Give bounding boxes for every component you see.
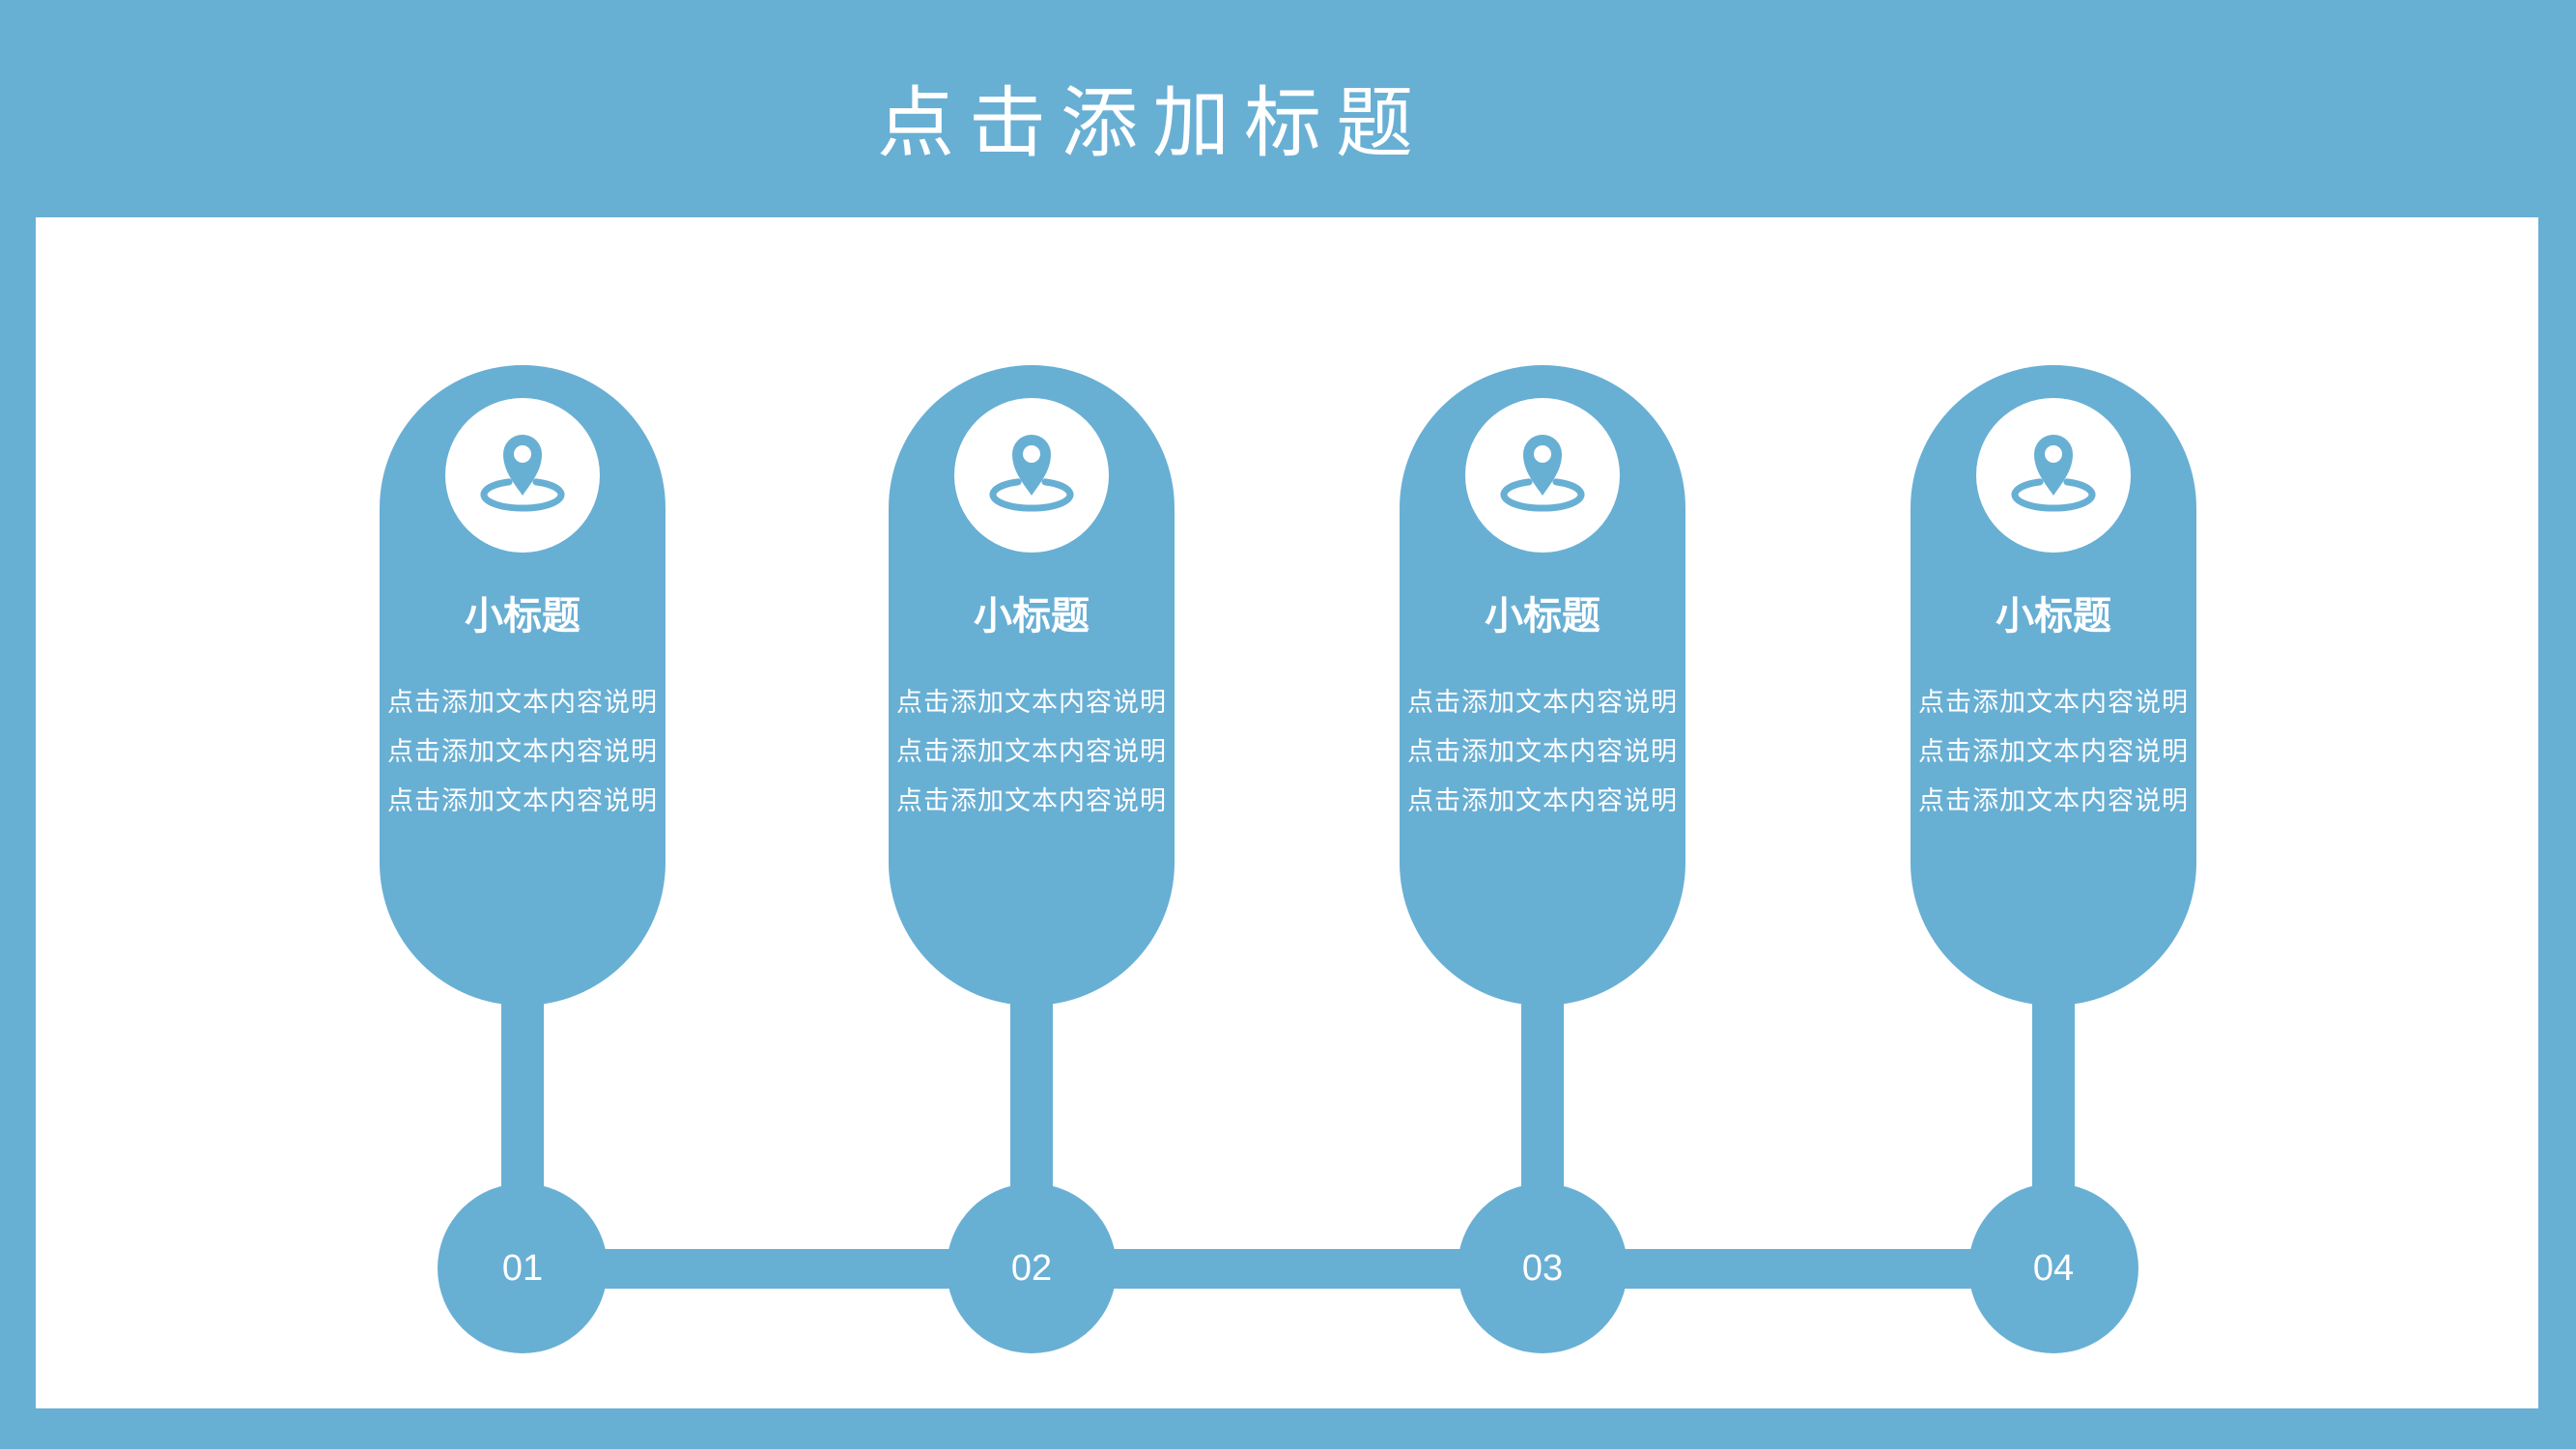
step-description: 点击添加文本内容说明 点击添加文本内容说明 点击添加文本内容说明 <box>889 678 1175 826</box>
step-subtitle: 小标题 <box>1996 594 2111 639</box>
timeline-connector <box>523 1249 2053 1289</box>
step-description: 点击添加文本内容说明 点击添加文本内容说明 点击添加文本内容说明 <box>1911 678 2196 826</box>
step-card-2: 小标题 点击添加文本内容说明 点击添加文本内容说明 点击添加文本内容说明 <box>889 365 1175 1006</box>
timeline-stem <box>501 985 544 1208</box>
location-pin-icon <box>445 398 600 553</box>
timeline-stem <box>2032 985 2075 1208</box>
timeline-stem <box>1010 985 1053 1208</box>
step-description-line: 点击添加文本内容说明 <box>1918 688 2189 718</box>
step-description-line: 点击添加文本内容说明 <box>387 786 658 816</box>
location-pin-icon <box>1465 398 1620 553</box>
step-description-line: 点击添加文本内容说明 <box>1918 737 2189 767</box>
step-description-line: 点击添加文本内容说明 <box>1407 737 1678 767</box>
step-number-badge: 03 <box>1458 1183 1628 1353</box>
step-description-line: 点击添加文本内容说明 <box>896 688 1167 718</box>
timeline-stem <box>1521 985 1564 1208</box>
step-description-line: 点击添加文本内容说明 <box>1407 688 1678 718</box>
step-number-badge: 02 <box>947 1183 1117 1353</box>
step-number-badge: 04 <box>1968 1183 2138 1353</box>
step-card-4: 小标题 点击添加文本内容说明 点击添加文本内容说明 点击添加文本内容说明 <box>1911 365 2196 1006</box>
step-number-badge: 01 <box>438 1183 608 1353</box>
location-pin-icon <box>1976 398 2131 553</box>
slide-title: 点击添加标题 <box>877 78 1428 168</box>
step-description-line: 点击添加文本内容说明 <box>896 737 1167 767</box>
step-subtitle: 小标题 <box>1485 594 1600 639</box>
step-description-line: 点击添加文本内容说明 <box>387 737 658 767</box>
step-subtitle: 小标题 <box>974 594 1090 639</box>
step-description: 点击添加文本内容说明 点击添加文本内容说明 点击添加文本内容说明 <box>1400 678 1685 826</box>
step-card-1: 小标题 点击添加文本内容说明 点击添加文本内容说明 点击添加文本内容说明 <box>380 365 665 1006</box>
step-description-line: 点击添加文本内容说明 <box>1407 786 1678 816</box>
step-subtitle: 小标题 <box>465 594 580 639</box>
step-description: 点击添加文本内容说明 点击添加文本内容说明 点击添加文本内容说明 <box>380 678 665 826</box>
location-pin-icon <box>954 398 1109 553</box>
step-description-line: 点击添加文本内容说明 <box>896 786 1167 816</box>
step-description-line: 点击添加文本内容说明 <box>387 688 658 718</box>
step-description-line: 点击添加文本内容说明 <box>1918 786 2189 816</box>
step-card-3: 小标题 点击添加文本内容说明 点击添加文本内容说明 点击添加文本内容说明 <box>1400 365 1685 1006</box>
